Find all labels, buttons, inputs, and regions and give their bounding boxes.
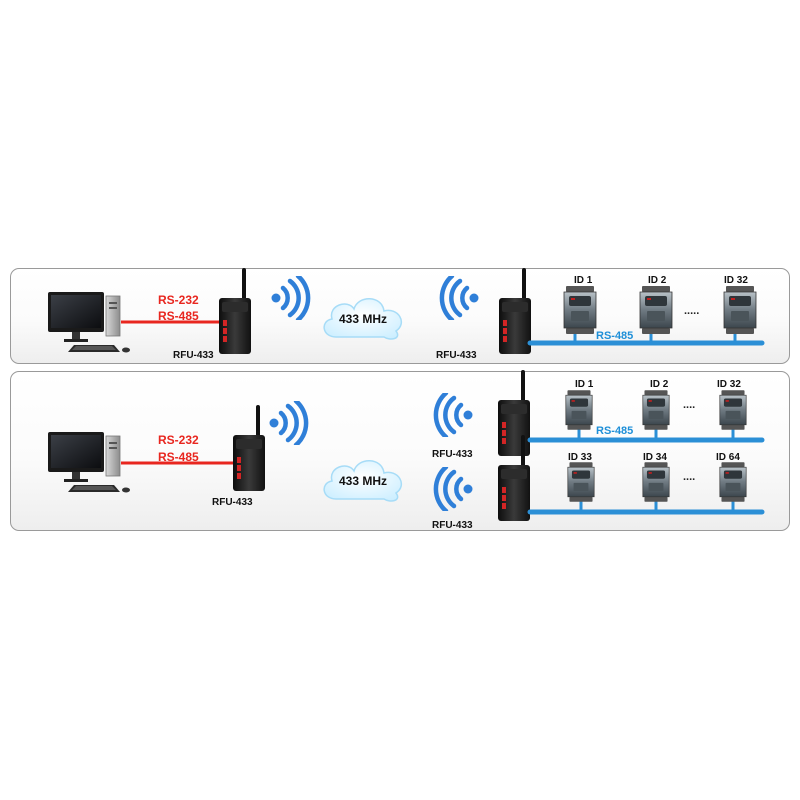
remote-modem-label: RFU-433 (432, 449, 473, 460)
module-id-label: ID 32 (724, 275, 748, 286)
io-module-icon (563, 286, 597, 334)
serial-label-rs485: RS-485 (158, 309, 199, 323)
io-module-icon (639, 286, 673, 334)
module-id-label: ID 64 (716, 452, 740, 463)
io-module-icon (567, 462, 595, 502)
io-module-icon (642, 390, 670, 430)
master-modem-label: RFU-433 (212, 497, 253, 508)
serial-label-rs232: RS-232 (158, 293, 199, 307)
remote-modem-label: RFU-433 (432, 520, 473, 531)
radio-modem-icon (498, 370, 530, 456)
desktop-computer-icon (47, 291, 131, 353)
panel-1-content: RS-232 RS-485 RFU-433 433 MHz RFU-433 ID… (47, 268, 765, 361)
wireless-waves-icon (272, 276, 309, 320)
panel-2-content: RS-232 RS-485 RFU-433 433 MHz RFU-433 ID… (47, 370, 765, 531)
wireless-waves-icon (436, 393, 473, 437)
module-id-label: ID 2 (650, 379, 669, 390)
rs485-bus-label: RS-485 (596, 330, 633, 342)
remote-modem-label: RFU-433 (436, 350, 477, 361)
module-id-label: ID 1 (574, 275, 593, 286)
serial-label-rs232: RS-232 (158, 433, 199, 447)
wireless-waves-icon (436, 467, 473, 511)
io-module-icon (565, 390, 593, 430)
master-modem-label: RFU-433 (173, 350, 214, 361)
io-module-icon (642, 462, 670, 502)
module-id-label: ID 34 (643, 452, 667, 463)
frequency-label: 433 MHz (339, 474, 387, 488)
radio-modem-icon (219, 268, 251, 354)
io-module-icon (719, 462, 747, 502)
ellipsis: .... (683, 399, 695, 411)
module-id-label: ID 1 (575, 379, 594, 390)
serial-label-rs485: RS-485 (158, 450, 199, 464)
module-id-label: ID 2 (648, 275, 667, 286)
io-module-icon (719, 390, 747, 430)
ellipsis: ..... (684, 305, 699, 317)
module-id-label: ID 32 (717, 379, 741, 390)
frequency-label: 433 MHz (339, 312, 387, 326)
io-module-icon (723, 286, 757, 334)
module-id-label: ID 33 (568, 452, 592, 463)
rs485-bus-label: RS-485 (596, 425, 633, 437)
radio-modem-icon (499, 268, 531, 354)
ellipsis: .... (683, 471, 695, 483)
wireless-waves-icon (442, 276, 479, 320)
wireless-waves-icon (270, 401, 307, 445)
desktop-computer-icon (47, 431, 131, 493)
radio-modem-icon (233, 405, 265, 491)
